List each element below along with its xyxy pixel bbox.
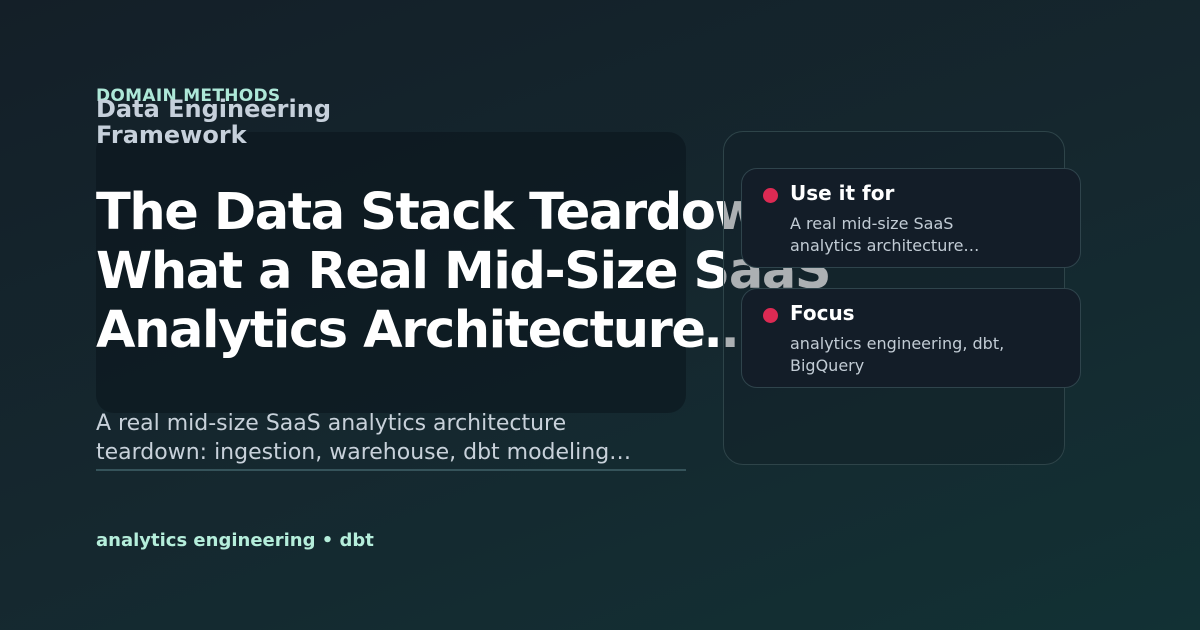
subtitle: A real mid-size SaaS analytics architect… [96, 409, 686, 471]
card-body: analytics engineering, dbt, BigQuery [790, 333, 1070, 377]
title-line: What a Real Mid-Size SaaS [96, 242, 832, 301]
card-body-line: BigQuery [790, 356, 865, 375]
subtitle-line: A real mid-size SaaS analytics architect… [96, 411, 567, 436]
card-title: Focus [790, 301, 855, 325]
title-line: The Data Stack Teardown: [96, 183, 816, 242]
page-title: The Data Stack Teardown: What a Real Mid… [96, 183, 832, 360]
hero-panel [96, 132, 686, 413]
card-body-line: analytics engineering, dbt, [790, 334, 1005, 353]
card-body-line: A real mid-size SaaS [790, 214, 954, 233]
eyebrow-label: DOMAIN METHODS [96, 86, 281, 106]
topic-tags: analytics engineering • dbt [96, 530, 374, 551]
subtitle-line: teardown: ingestion, warehouse, dbt mode… [96, 440, 632, 465]
bullet-dot-icon [763, 308, 778, 323]
title-line: Analytics Architecture… [96, 301, 756, 360]
card-body: A real mid-size SaaS analytics architect… [790, 213, 1070, 257]
framework-label: Data Engineering Framework [96, 95, 331, 149]
info-card-focus: Focus analytics engineering, dbt, BigQue… [741, 288, 1081, 388]
bullet-dot-icon [763, 188, 778, 203]
info-card-use-it-for: Use it for A real mid-size SaaS analytic… [741, 168, 1081, 268]
card-title: Use it for [790, 181, 895, 205]
card-body-line: analytics architecture… [790, 236, 980, 255]
